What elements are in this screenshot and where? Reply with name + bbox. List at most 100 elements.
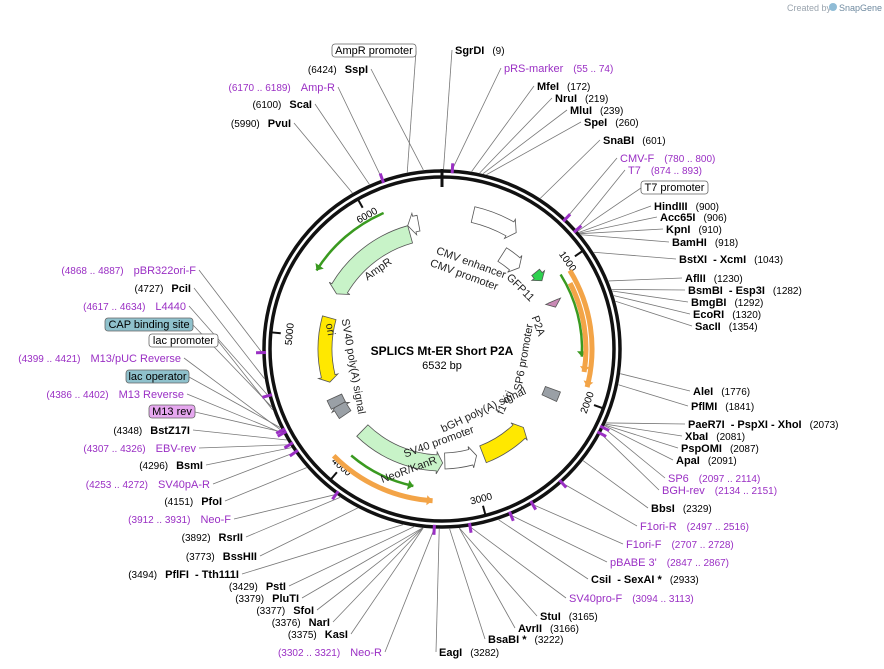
scale-tick: [482, 505, 487, 516]
enzyme-site-label[interactable]: BsmBI- Esp3I(1282): [688, 285, 802, 297]
orf-orange-arc-1-head: [583, 380, 594, 388]
primer-feature-label[interactable]: T7(874 .. 893): [628, 165, 702, 177]
enzyme-site-label[interactable]: (4151)PfoI: [164, 496, 222, 508]
leader-line: [194, 411, 283, 433]
enzyme-site-label[interactable]: ApaI(2091): [676, 455, 737, 467]
enzyme-site-label[interactable]: EcoRI(1320): [693, 309, 761, 321]
leader-line: [198, 444, 290, 449]
leader-line: [406, 50, 417, 173]
enzyme-site-label[interactable]: (3429)PstI: [229, 581, 286, 593]
leader-lines: [183, 49, 693, 653]
primer-feature-label[interactable]: (4307 .. 4326)EBV-rev: [83, 443, 196, 455]
enzyme-site-label[interactable]: BamHI(918): [672, 237, 738, 249]
primer-feature-label[interactable]: (6170 .. 6189)Amp-R: [229, 82, 336, 94]
enzyme-site-label[interactable]: SacII(1354): [695, 321, 758, 333]
feature-box[interactable]: [331, 43, 417, 58]
enzyme-site-label[interactable]: StuI(3165): [540, 611, 598, 623]
enzyme-site-label[interactable]: (4296)BsmI: [139, 460, 203, 472]
primer-feature-label[interactable]: F1ori-R(2497 .. 2516): [640, 521, 749, 533]
enzyme-site-label[interactable]: (3375)KasI: [288, 629, 348, 641]
enzyme-site-label[interactable]: KpnI(910): [666, 224, 722, 236]
primer-feature-label[interactable]: CMV-F(780 .. 800): [620, 153, 715, 165]
primer-feature-label[interactable]: (4617 .. 4634)L4440: [83, 301, 186, 313]
enzyme-site-label[interactable]: AleI(1776): [693, 386, 750, 398]
enzyme-site-label[interactable]: CsiI- SexAI *(2933): [591, 574, 699, 586]
scale-tick-label: 5000: [284, 322, 297, 346]
feature-box-label: AmpR promoter: [335, 45, 413, 57]
enzyme-site-label[interactable]: (6424)SspI: [308, 64, 368, 76]
enzyme-site-label[interactable]: (3892)RsrII: [182, 532, 243, 544]
leader-line: [577, 187, 642, 232]
primer-feature-label[interactable]: pRS-marker(55 .. 74): [504, 63, 613, 75]
primer-feature-label[interactable]: (4399 .. 4421)M13/pUC Reverse: [18, 353, 181, 365]
primer-feature-label[interactable]: (4868 .. 4887)pBR322ori-F: [61, 265, 196, 277]
enzyme-site-label[interactable]: BsaBI *(3222): [488, 634, 563, 646]
enzyme-site-label[interactable]: PflMI(1841): [691, 401, 754, 413]
scale-tick: [593, 404, 604, 410]
primer-marker: [562, 213, 572, 223]
leader-line: [370, 68, 424, 171]
leader-line: [332, 527, 424, 623]
enzyme-site-label[interactable]: (4727)PciI: [135, 283, 191, 295]
primer-feature-label[interactable]: BGH-rev(2134 .. 2151): [662, 485, 777, 497]
leader-line: [620, 373, 691, 392]
feature-box[interactable]: [148, 333, 219, 348]
leader-line: [212, 452, 295, 485]
primer-feature-label[interactable]: (3302 .. 3321)Neo-R: [278, 647, 382, 659]
scale-tick-label: 2000: [579, 390, 597, 415]
primer-feature-label[interactable]: (3912 .. 3931)Neo-F: [128, 514, 231, 526]
primer-feature-label[interactable]: SP6(2097 .. 2114): [668, 473, 760, 485]
primer-feature-label[interactable]: (4253 .. 4272)SV40pA-R: [86, 479, 210, 491]
feature-box[interactable]: [104, 317, 194, 332]
enzyme-site-label[interactable]: BstXI- XcmI(1043): [679, 254, 783, 266]
enzyme-site-label[interactable]: (3377)SfoI: [256, 605, 314, 617]
leader-line: [578, 205, 652, 233]
enzyme-site-label[interactable]: AvrII(3166): [518, 623, 579, 635]
enzyme-site-label[interactable]: HindIII(900): [654, 201, 719, 213]
enzyme-site-label[interactable]: EagI(3282): [439, 647, 499, 659]
leader-line: [259, 507, 358, 557]
enzyme-site-label[interactable]: MluI(239): [570, 105, 623, 117]
enzyme-site-label[interactable]: SpeI(260): [584, 117, 639, 129]
site-labels: SgrDI(9) MfeI(172)NruI(219)MluI(239)SpeI(…: [18, 43, 839, 659]
enzyme-site-label[interactable]: BbsI(2329): [651, 503, 712, 515]
primer-feature-label[interactable]: SV40pro-F(3094 .. 3113): [569, 593, 694, 605]
leader-line: [188, 376, 281, 428]
primer-marker: [276, 430, 288, 438]
enzyme-site-label[interactable]: (3773)BssHII: [186, 551, 257, 563]
leader-line: [582, 460, 649, 509]
scale-tick: [270, 331, 281, 335]
leader-line: [301, 527, 423, 599]
enzyme-site-label[interactable]: (3376)NarI: [272, 617, 330, 629]
enzyme-site-label[interactable]: (3494)PflFI- Tth111I: [128, 569, 239, 581]
leader-line: [603, 427, 666, 479]
leader-line: [186, 393, 284, 434]
primer-feature-label[interactable]: (4386 .. 4402)M13 Reverse: [46, 389, 184, 401]
enzyme-site-label[interactable]: AflII(1230): [685, 273, 743, 285]
enzyme-site-label[interactable]: (3379)PluTI: [235, 593, 299, 605]
feature-box[interactable]: [640, 180, 709, 195]
enzyme-site-label[interactable]: Acc65I(906): [660, 212, 727, 224]
ori-arrow: [317, 315, 340, 383]
enzyme-site-label[interactable]: NruI(219): [555, 93, 608, 105]
enzyme-site-label[interactable]: XbaI(2081): [685, 431, 745, 443]
primer-feature-label[interactable]: F1ori-F(2707 .. 2728): [626, 539, 734, 551]
primer-marker: [599, 424, 610, 432]
ampr-promoter-arrow: [407, 211, 421, 237]
feature-box[interactable]: [125, 369, 190, 384]
enzyme-site-label[interactable]: PaeR7I- PspXI - XhoI(2073): [688, 419, 839, 431]
primer-marker: [529, 500, 538, 511]
leader-line: [561, 482, 638, 527]
enzyme-site-label[interactable]: MfeI(172): [537, 81, 590, 93]
enzyme-site-label[interactable]: BmgBI(1292): [691, 297, 763, 309]
enzyme-site-label[interactable]: SnaBI(601): [603, 135, 666, 147]
feature-box-label: CAP binding site: [108, 319, 189, 331]
enzyme-site-label[interactable]: (4348)BstZ17I: [113, 425, 190, 437]
enzyme-site-label[interactable]: PspOMI(2087): [681, 443, 759, 455]
enzyme-site-label[interactable]: SgrDI(9): [455, 45, 505, 57]
primer-feature-label[interactable]: pBABE 3'(2847 .. 2867): [610, 557, 729, 569]
feature-box[interactable]: [148, 404, 196, 419]
primer-marker: [331, 490, 340, 501]
enzyme-site-label[interactable]: (6100)ScaI: [252, 99, 312, 111]
enzyme-site-label[interactable]: (5990)PvuI: [231, 118, 291, 130]
